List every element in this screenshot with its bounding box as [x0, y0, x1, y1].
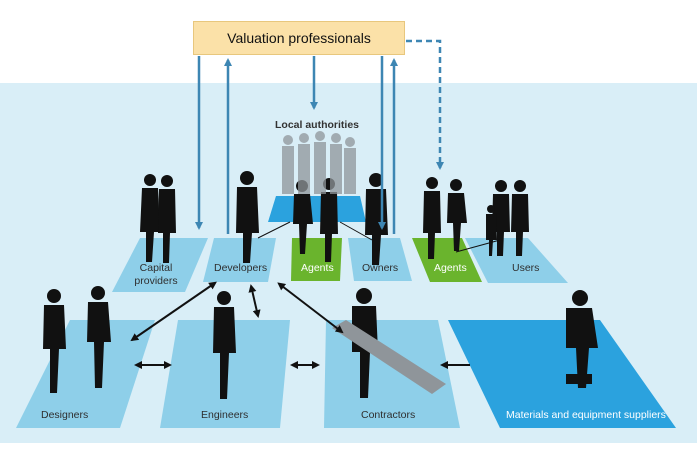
label-developers: Developers: [214, 262, 268, 274]
label-contractors: Contractors: [361, 409, 416, 421]
tile-owners: [348, 238, 412, 281]
label-materials: Materials and equipment suppliers: [506, 409, 666, 421]
label-local-authorities: Local authorities: [275, 119, 360, 131]
tile-materials: [448, 320, 676, 428]
tile-local-authorities: [268, 196, 366, 222]
label-capital-2: providers: [134, 275, 178, 287]
label-agents-left: Agents: [301, 262, 334, 274]
label-capital-1: Capital: [139, 262, 173, 274]
tile-developers: [203, 238, 276, 282]
label-agents-right: Agents: [434, 262, 467, 274]
contractor-beam: [332, 320, 446, 394]
label-owners: Owners: [362, 262, 399, 274]
silhouettes-local-authorities: [282, 131, 356, 194]
tile-capital-providers: [112, 238, 208, 292]
valuation-professionals-label: Valuation professionals: [227, 30, 371, 46]
label-designers: Designers: [41, 409, 89, 421]
tile-agents-left: [291, 238, 342, 281]
label-engineers: Engineers: [201, 409, 249, 421]
connector-lines: [257, 221, 501, 253]
black-arrows: [130, 281, 470, 369]
silhouettes-people: [43, 171, 598, 399]
tile-designers: [16, 320, 155, 428]
valuation-arrows: [195, 39, 444, 234]
label-users: Users: [512, 262, 540, 274]
valuation-professionals-box: Valuation professionals: [193, 21, 405, 55]
